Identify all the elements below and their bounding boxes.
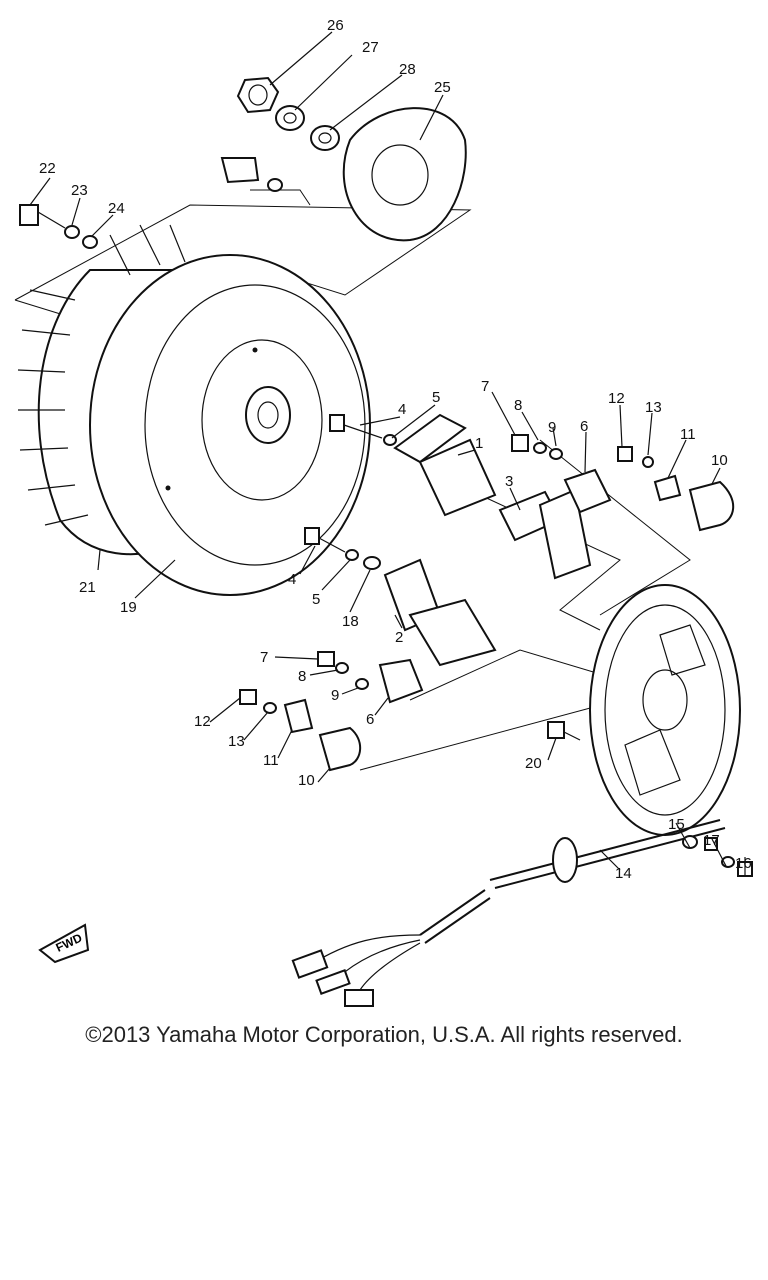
- callout-15: 15: [668, 816, 685, 833]
- callout-6-lower: 6: [366, 711, 374, 728]
- callout-11-upper: 11: [680, 426, 696, 443]
- callout-12-lower: 12: [194, 713, 211, 730]
- callout-8-lower: 8: [298, 668, 306, 685]
- fwd-arrow-icon: FWD: [38, 923, 90, 964]
- callout-1: 1: [475, 435, 483, 452]
- callout-12-upper: 12: [608, 390, 625, 407]
- breaker-parts: [239, 434, 735, 772]
- callout-2: 2: [395, 629, 403, 646]
- callout-22: 22: [39, 160, 56, 177]
- bolt-22-group: [19, 204, 98, 249]
- callout-19: 19: [120, 599, 137, 616]
- callout-numbers: 26 27 28 25 22 23 24 7 8 9 6 12 13 11 10…: [39, 17, 752, 882]
- wire-harness: [291, 819, 753, 1007]
- leader-lines: [29, 31, 746, 876]
- callout-7-lower: 7: [260, 649, 268, 666]
- callout-17: 17: [703, 832, 720, 849]
- callout-11-lower: 11: [263, 752, 279, 769]
- callout-8-upper: 8: [514, 397, 522, 414]
- ignition-coils: [383, 413, 592, 667]
- callout-24: 24: [108, 200, 125, 217]
- callout-5-upper: 5: [432, 389, 440, 406]
- callout-10-upper: 10: [711, 452, 728, 469]
- top-parts: [220, 76, 467, 242]
- callout-23: 23: [71, 182, 88, 199]
- callout-25: 25: [434, 79, 451, 96]
- stator-base-plate: [547, 584, 741, 836]
- callout-4-lower: 4: [288, 571, 296, 588]
- callout-26: 26: [327, 17, 344, 34]
- copyright-notice: ©2013 Yamaha Motor Corporation, U.S.A. A…: [85, 1022, 683, 1047]
- callout-21: 21: [79, 579, 96, 596]
- callout-18: 18: [342, 613, 359, 630]
- flywheel-rotor: [89, 254, 371, 596]
- callout-5-lower: 5: [312, 591, 320, 608]
- callout-10-lower: 10: [298, 772, 315, 789]
- callout-13-upper: 13: [645, 399, 662, 416]
- callout-20: 20: [525, 755, 542, 772]
- callout-28: 28: [399, 61, 416, 78]
- callout-16: 16: [735, 855, 752, 872]
- callout-13-lower: 13: [228, 733, 245, 750]
- callout-14: 14: [615, 865, 632, 882]
- callout-7-upper: 7: [481, 378, 489, 395]
- callout-9-lower: 9: [331, 687, 339, 704]
- callout-27: 27: [362, 39, 379, 56]
- callout-6-upper: 6: [580, 418, 588, 435]
- callout-4-upper: 4: [398, 401, 406, 418]
- callout-9-upper: 9: [548, 419, 556, 436]
- exploded-parts-diagram: FWD: [14, 17, 753, 1007]
- callout-3: 3: [505, 473, 513, 490]
